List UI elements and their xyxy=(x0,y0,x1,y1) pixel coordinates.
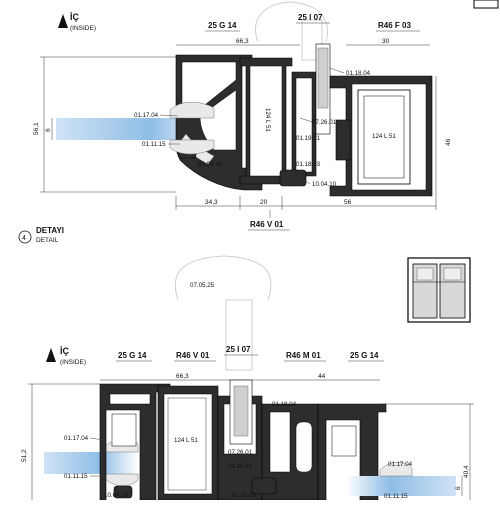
dim-56: 56 xyxy=(344,199,352,206)
handle-ghost-outline xyxy=(255,1,328,43)
top-section-drawing: İÇ (INSIDE) 25 G 14 25 I 07 R46 F 03 66,… xyxy=(18,0,499,244)
callout-07-26-01: 07.26.01 xyxy=(312,119,337,126)
left-frame-profile xyxy=(175,54,263,191)
inside-title-bottom: İÇ xyxy=(60,346,70,356)
bottom-section-drawing: 07.05.25 İÇ (INSIDE) 25 G 14 R46 V 01 25… xyxy=(21,255,474,501)
detail-label: 4 DETAYI DETAIL xyxy=(18,226,64,244)
glass-gasket-bottom xyxy=(169,139,215,155)
detail-number: 4 xyxy=(22,235,26,242)
dim-51-2: 51,2 xyxy=(21,449,28,462)
callout-01-17-04-bottom-left: 01.17.04 xyxy=(64,435,89,442)
sash-label-bottom: 124 L 51 xyxy=(174,437,198,444)
detail-circle-icon xyxy=(18,230,32,244)
callout-07-05-25: 07.05.25 xyxy=(190,282,215,289)
glass-pane-bottom-right xyxy=(346,476,456,496)
profile-code-r46v01-top: R46 V 01 xyxy=(250,220,284,229)
inside-arrow-icon xyxy=(58,14,68,28)
dim-30: 30 xyxy=(382,38,390,45)
detail-subtitle: DETAIL xyxy=(36,237,59,244)
callout-01-18-03-bottom: 01.18.03 xyxy=(232,492,257,499)
dim-6-top: 6 xyxy=(45,128,52,132)
dim-66-3-bottom: 66,3 xyxy=(176,373,189,380)
callout-01-11-15: 01.11.15 xyxy=(142,141,166,148)
sash-label-left: 124 L 51 xyxy=(264,108,271,132)
handle-ghost-body xyxy=(301,19,323,61)
dim-66-3-top: 66,3 xyxy=(236,38,249,45)
right-frame-profile: 124 L 51 xyxy=(329,75,433,197)
callout-01-18-03: 01.18.03 xyxy=(296,161,321,168)
profile-code-25g14-b: 25 G 14 xyxy=(350,351,379,360)
dim-56-1: 56,1 xyxy=(33,122,40,135)
dim-46: 46 xyxy=(445,138,452,146)
detail-title: DETAYI xyxy=(36,226,64,235)
inside-arrow-icon-bottom xyxy=(46,348,56,362)
dim-40-4: 40,4 xyxy=(463,465,470,478)
corner-frame xyxy=(473,0,499,9)
dim-44: 44 xyxy=(318,373,326,380)
inside-subtitle-bottom: (INSIDE) xyxy=(60,359,86,366)
window-thumbnail-icon xyxy=(407,257,471,323)
profile-code-25g14-a: 25 G 14 xyxy=(118,351,147,360)
callout-01-17-04: 01.17.04 xyxy=(134,112,159,119)
callout-01-19-21-bottom: 01.19.21 xyxy=(228,463,253,470)
handle-ghost-outline-bottom xyxy=(174,255,272,301)
callout-01-11-15-bottom-right: 01.11.15 xyxy=(384,493,408,500)
bottom-drain-piece-2 xyxy=(251,477,277,495)
profile-code-25g14: 25 G 14 xyxy=(208,21,237,30)
callout-01-17-04-bottom-right: 01.17.04 xyxy=(388,461,413,468)
dim-34-3: 34,3 xyxy=(205,199,218,206)
dim-6-bottom: 6 xyxy=(455,486,462,490)
glass-gasket-top xyxy=(169,102,215,119)
profile-code-r46f03: R46 F 03 xyxy=(378,21,411,30)
callout-01-11-15-bottom-left: 01.11.15 xyxy=(64,473,88,480)
callout-10-04-10: 10.04.10 xyxy=(312,181,337,188)
callout-10-04-10-bottom: 10.04.10 xyxy=(104,492,129,499)
profile-code-r46v01: R46 V 01 xyxy=(176,351,210,360)
callout-07-26-01-bottom: 07.26.01 xyxy=(228,449,253,456)
profile-code-r46m01: R46 M 01 xyxy=(286,351,321,360)
callout-01-19-21: 01.19.21 xyxy=(296,135,321,142)
callout-01-18-04: 01.18.04 xyxy=(346,70,371,77)
callout-01-04-10: 01.04.10 xyxy=(198,161,223,168)
glass-pane-bottom-left xyxy=(44,452,138,474)
inside-subtitle: (INSIDE) xyxy=(70,25,96,32)
mullion-profile xyxy=(261,403,319,501)
callout-01-18-04-bottom: 01.18.04 xyxy=(272,401,297,408)
center-sash-profile: 124 L 51 xyxy=(239,43,331,185)
inside-label-top: İÇ (INSIDE) xyxy=(58,12,96,32)
bottom-center-sash-profile: 124 L 51 xyxy=(157,379,263,501)
bottom-drain-piece xyxy=(279,169,307,187)
sash-label-right: 124 L 51 xyxy=(372,133,396,140)
inside-label-bottom: İÇ (INSIDE) xyxy=(46,346,86,366)
profile-code-25i07-bottom: 25 I 07 xyxy=(226,345,251,354)
dim-20: 20 xyxy=(260,199,268,206)
inside-title: İÇ xyxy=(70,12,80,22)
profile-code-25i07: 25 I 07 xyxy=(298,13,323,22)
